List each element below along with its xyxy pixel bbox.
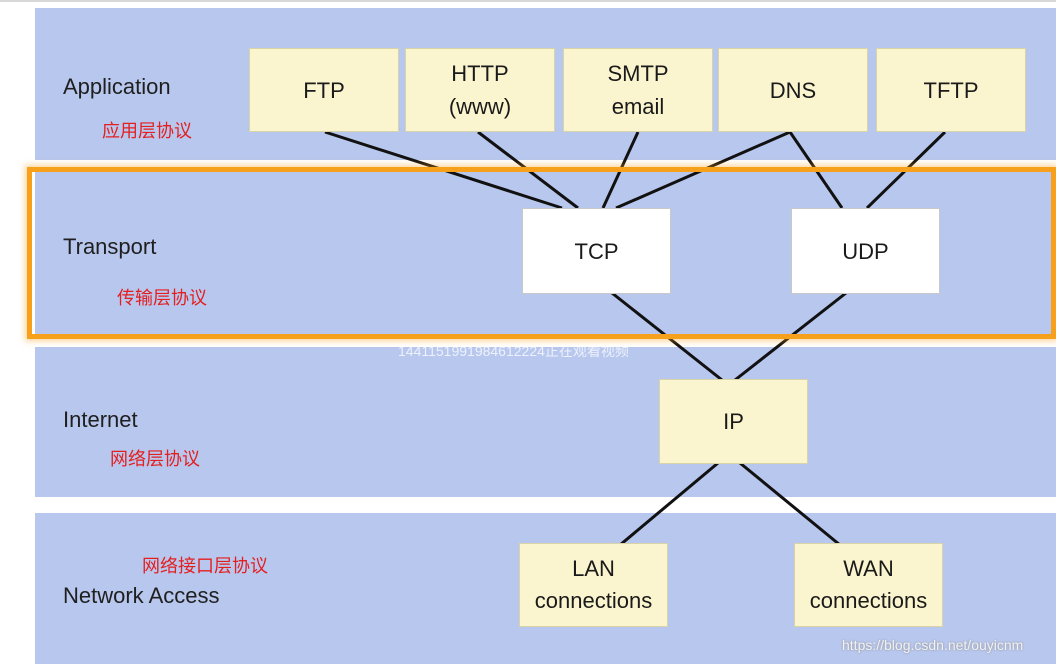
dns-box: DNS [718,48,868,132]
ftp-box: FTP [249,48,399,132]
smtp-box: SMTP email [563,48,713,132]
http-label: HTTP [451,61,509,86]
transport-layer-title: Transport [63,234,157,259]
wan-box: WAN connections [794,543,943,627]
lan-label: LAN [572,556,615,582]
smtp-sublabel: email [611,94,665,119]
application-layer-cn-label: 应用层协议 [102,121,192,141]
video-watermark: 1441151991984612224正在观看视频 [398,343,629,359]
http-box: HTTP (www) [405,48,555,132]
internet-layer-title: Internet [63,407,138,432]
top-divider [0,0,1056,2]
http-sublabel: (www) [448,94,512,119]
udp-label: UDP [842,238,889,264]
tcp-label: TCP [574,238,619,264]
tcp-box: TCP [522,208,671,294]
wan-label: WAN [843,556,894,582]
application-layer-title: Application [63,74,171,99]
smtp-label: SMTP [607,61,669,86]
ftp-label: FTP [303,77,345,103]
source-credit: https://blog.csdn.net/ouyicnm [842,637,1024,653]
ip-label: IP [723,409,744,434]
udp-box: UDP [791,208,940,294]
lan-sublabel: connections [534,588,653,613]
internet-band [35,347,1056,497]
dns-label: DNS [769,77,817,103]
transport-layer-cn-label: 传输层协议 [117,288,207,308]
internet-layer-cn-label: 网络层协议 [110,449,200,469]
tftp-box: TFTP [876,48,1026,132]
network-access-layer-title: Network Access [63,583,220,608]
line-ip-lan [619,461,719,547]
wan-sublabel: connections [809,588,928,613]
transport-highlight-frame [27,167,1056,339]
lan-box: LAN connections [519,543,668,627]
line-ip-wan [739,461,841,547]
ip-box: IP [659,379,808,464]
tftp-label: TFTP [923,77,979,103]
network-access-layer-cn-label: 网络接口层协议 [142,556,268,576]
